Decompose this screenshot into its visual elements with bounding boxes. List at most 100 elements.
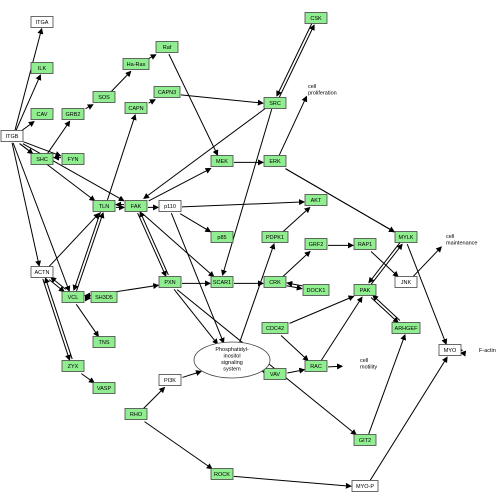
edge-itgb-to-actn — [11, 142, 42, 267]
node-box — [92, 200, 116, 212]
node-box — [124, 200, 148, 212]
node-box — [30, 266, 54, 278]
node-sos: SOS — [92, 91, 116, 103]
node-label: VAV — [270, 372, 281, 378]
edge-actn-to-zyx — [42, 278, 71, 361]
ellipse-label-line: system — [223, 367, 241, 373]
node-box — [304, 194, 328, 206]
edge-src-to-scar1 — [221, 108, 273, 277]
edge-mylk-to-pak — [368, 242, 401, 284]
node-label: MYO — [444, 348, 457, 354]
edge-src-to-csk — [278, 24, 315, 98]
edge-cdc42-to-rac — [280, 335, 309, 362]
edge-erk-to-cell-proliferation — [278, 95, 308, 156]
node-box — [0, 130, 24, 142]
node-rap1: RAP1 — [353, 238, 377, 250]
node-box — [263, 276, 287, 288]
ellipse-label-line: Phosphatidyl- — [215, 347, 248, 353]
node-box — [210, 276, 234, 288]
node-mek: MEK — [210, 155, 234, 167]
edge-crk-to-grf2 — [282, 250, 311, 277]
edge-p110-to-pip — [170, 212, 225, 344]
label-line: F-actin — [479, 348, 496, 354]
node-vcl: VCL — [61, 291, 85, 303]
node-label: ZYX — [68, 364, 79, 370]
node-label: CDC42 — [266, 326, 284, 332]
node-pdpk1: PDPK1 — [261, 231, 289, 243]
node-label: PDPK1 — [266, 235, 284, 241]
node-box — [155, 41, 179, 53]
node-label: Ha-Ras — [127, 62, 146, 68]
node-box — [61, 291, 85, 303]
node-capn3: CAPN3 — [153, 86, 181, 98]
node-label: DOCK1 — [307, 288, 326, 294]
edge-capn-to-capn3 — [148, 99, 156, 105]
edge-itgb-to-fak — [22, 143, 125, 202]
edge-vcl-to-tln — [76, 212, 105, 292]
node-raf: Raf — [155, 41, 179, 53]
label-line: proliferation — [308, 91, 337, 97]
node-itgb: ITGB — [0, 130, 24, 142]
node-box — [353, 284, 377, 296]
edge-rac-to-cell-motility — [328, 363, 344, 370]
node-box — [263, 155, 287, 167]
node-dock1: DOCK1 — [302, 284, 330, 296]
edge-pi3k-to-pip — [182, 370, 202, 378]
node-box — [353, 238, 377, 250]
node-label: CAV — [37, 112, 48, 118]
node-box — [304, 238, 328, 250]
node-label: VASP — [97, 386, 112, 392]
node-box — [124, 408, 148, 420]
node-box — [261, 231, 289, 243]
label-line: motility — [360, 365, 377, 371]
node-grf2: GRF2 — [304, 238, 328, 250]
edge-zyx-to-vasp — [81, 373, 95, 384]
edge-itgb-to-cav — [21, 121, 35, 132]
node-label: TLN — [99, 204, 109, 210]
node-erk: ERK — [263, 155, 287, 167]
edge-itgb-to-itga — [14, 27, 44, 130]
edge-rho-to-pi3k — [143, 386, 166, 409]
node-box — [304, 12, 328, 24]
node-label: CRK — [269, 280, 281, 286]
edge-mylk-to-myo — [406, 243, 448, 345]
node-box — [304, 360, 328, 372]
node-label: MEK — [216, 159, 228, 165]
node-label: Raf — [163, 45, 172, 51]
edge-actn-to-tln — [48, 212, 100, 267]
edge-grb2-to-sos — [85, 104, 94, 110]
node-src: SRC — [263, 97, 287, 109]
edge-rho-to-rock — [144, 421, 213, 470]
node-grb2: GRB2 — [61, 108, 85, 120]
node-label: CAPN3 — [158, 90, 176, 96]
edge-pxn-to-pip — [173, 289, 219, 345]
node-label: SCAR1 — [213, 280, 231, 286]
node-actn: ACTN — [30, 266, 54, 278]
node-box — [351, 480, 379, 492]
node-label: RHO — [130, 412, 143, 418]
node-crk: CRK — [263, 276, 287, 288]
node-sh3d5: SH3D5 — [90, 291, 118, 303]
node-rho: RHO — [124, 408, 148, 420]
node-box — [30, 153, 54, 165]
node-fak: FAK — [124, 200, 148, 212]
edge-pip-to-pdpk1 — [239, 243, 276, 343]
node-box — [92, 91, 116, 103]
edge-pak-to-mylk — [370, 243, 403, 285]
edge-rock-to-myop — [233, 475, 352, 489]
node-label: PAK — [360, 288, 371, 294]
node-box — [263, 97, 287, 109]
node-cdc42: CDC42 — [261, 322, 289, 334]
edge-tln-to-capn — [106, 113, 137, 201]
node-box — [153, 86, 181, 98]
edge-dock1-to-crk — [286, 280, 303, 287]
node-label: PI3K — [164, 378, 176, 384]
node-label: ROCK — [214, 472, 230, 478]
node-box — [210, 155, 234, 167]
node-label: RAC — [310, 364, 322, 370]
node-box — [302, 284, 330, 296]
edge-arhgef-to-pak — [372, 294, 401, 321]
ellipse-label-line: signaling — [221, 360, 243, 366]
